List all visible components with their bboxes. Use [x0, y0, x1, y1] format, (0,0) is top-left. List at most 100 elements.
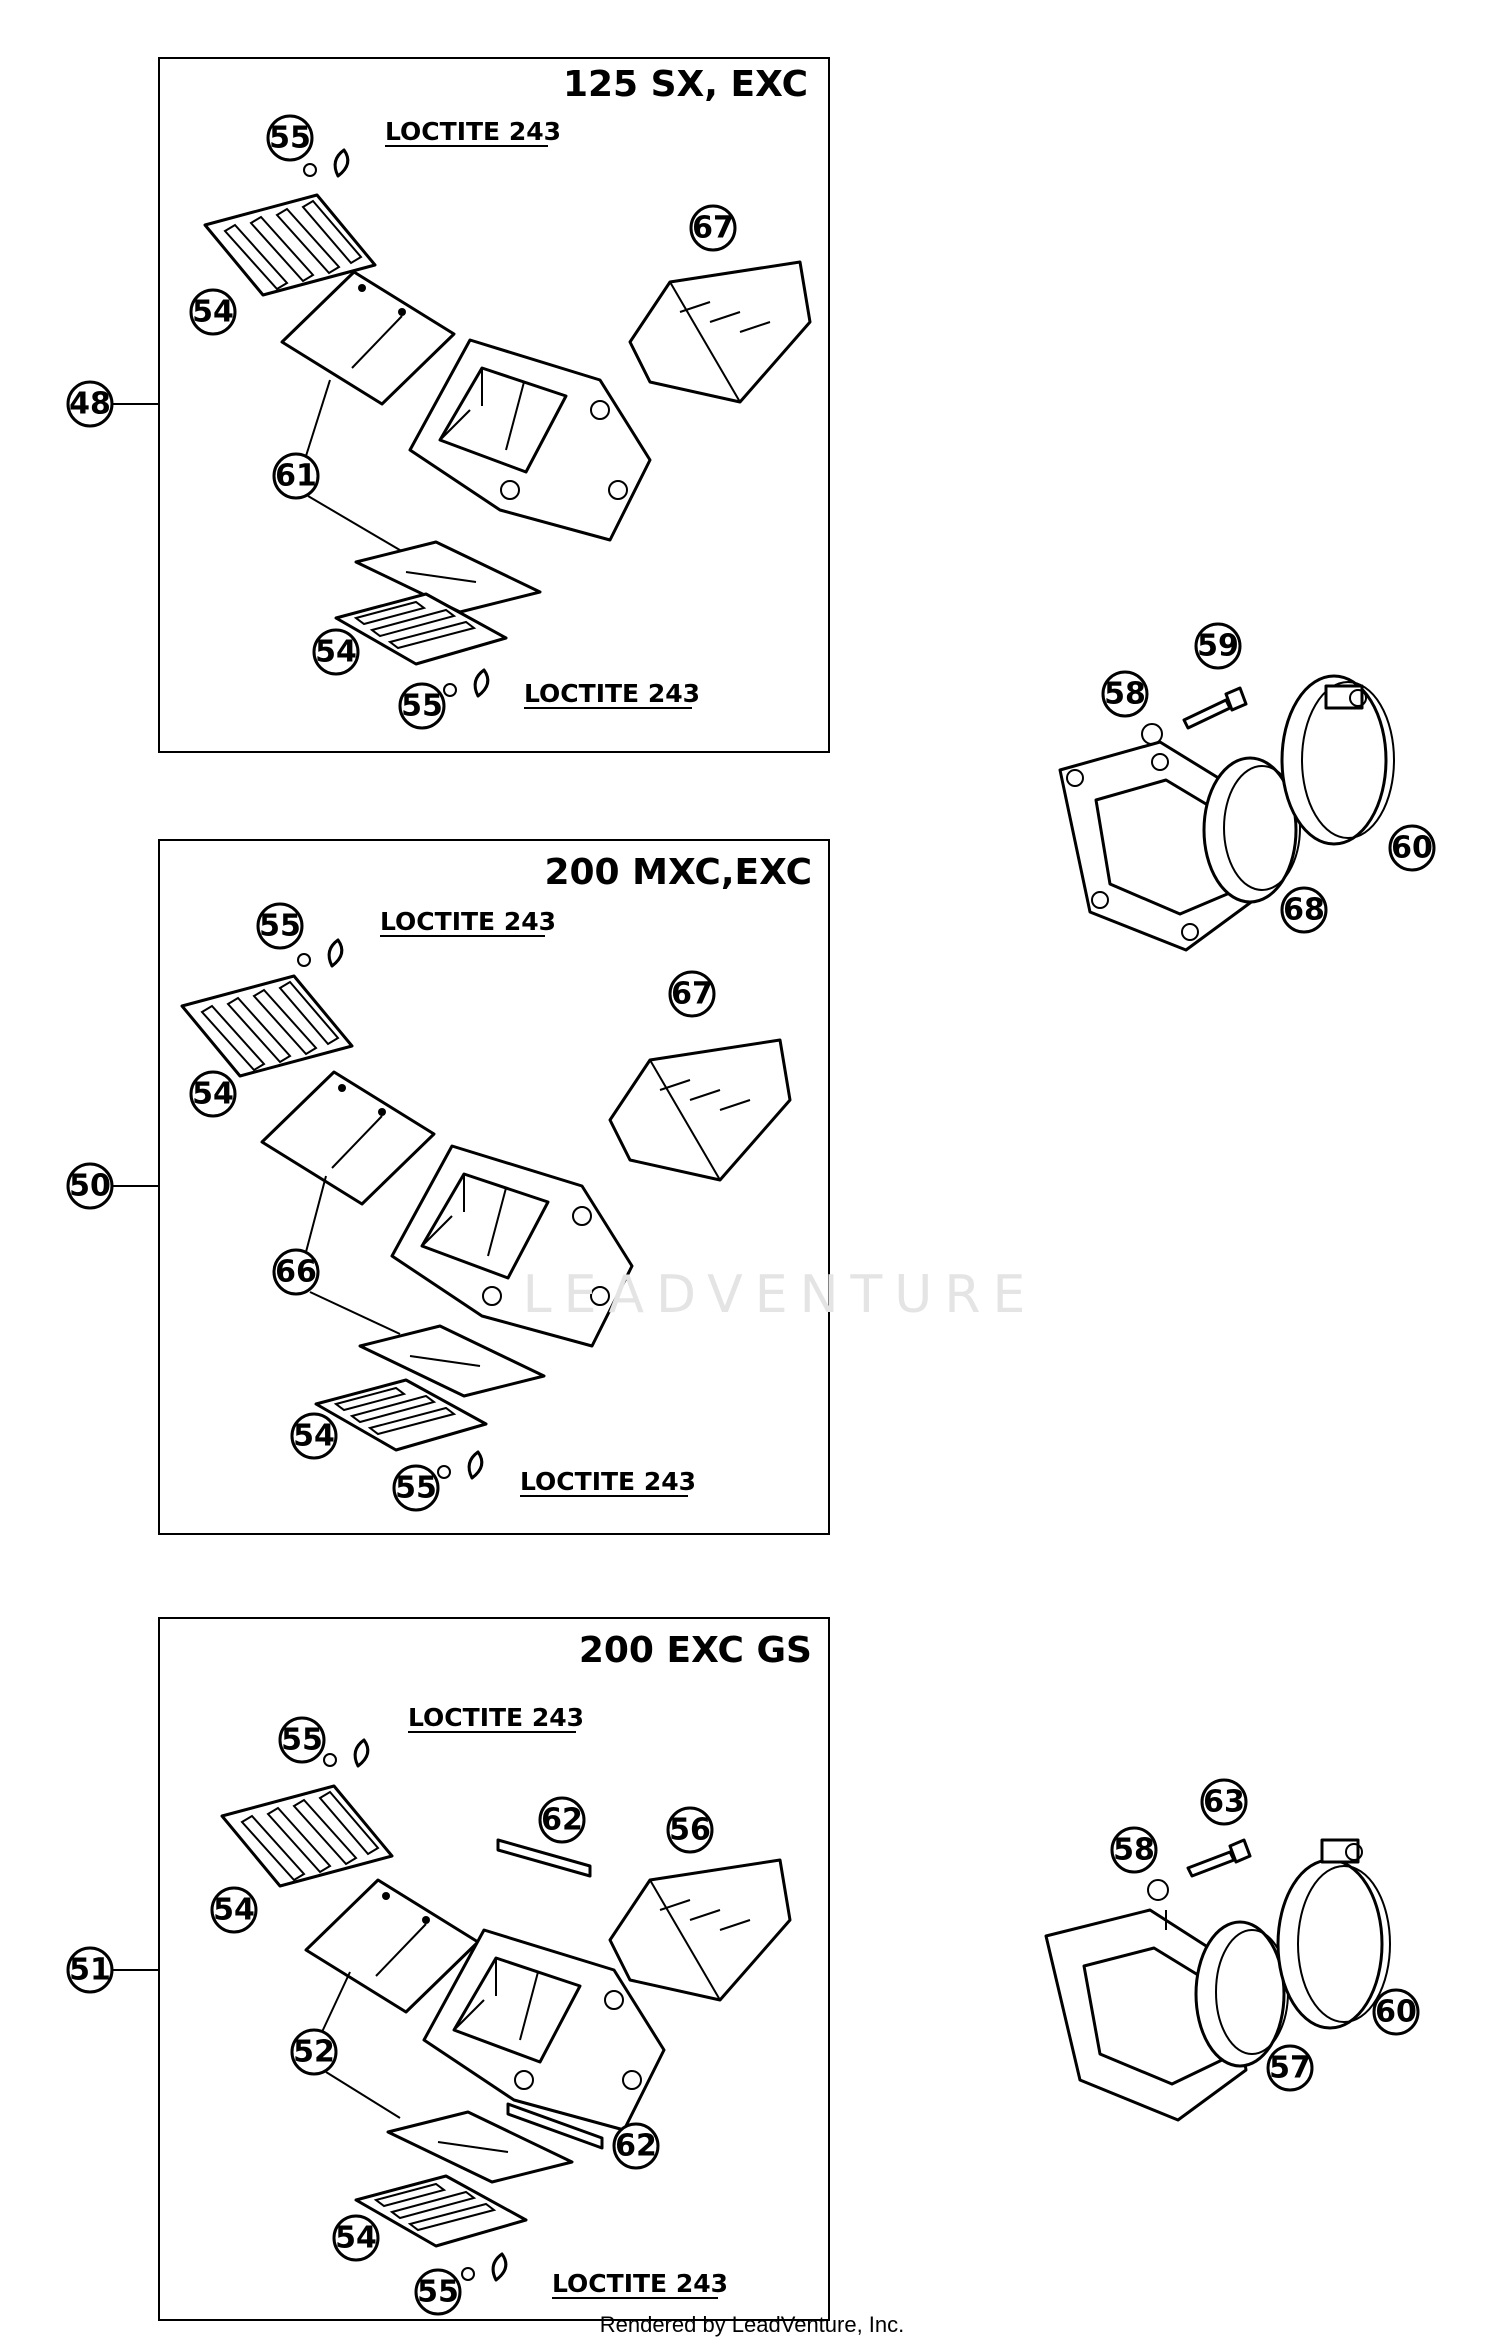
callout-number: 67: [692, 211, 734, 246]
loctite-label: LOCTITE 243: [520, 1467, 696, 1496]
loctite-label: LOCTITE 243: [408, 1703, 584, 1732]
loctite-label: LOCTITE 243: [552, 2269, 728, 2298]
callout-number: 60: [1375, 1995, 1417, 2030]
loctite-label: LOCTITE 243: [385, 117, 561, 146]
panel-125sx-exc: 125 SX, EXC 48 55 LOCTITE 243 54 67 61 5…: [66, 57, 830, 753]
washer-icon: [1147, 1879, 1169, 1901]
reed-callout: 66: [272, 1248, 320, 1296]
callout-number: 51: [69, 1953, 111, 1988]
assembly-callout: 50: [66, 1162, 114, 1210]
stopper-callout-top: 54: [189, 1070, 237, 1118]
shim-callout-top: 62: [538, 1796, 586, 1844]
callout-number: 55: [395, 1471, 437, 1506]
reed-stopper-icon: [220, 1784, 394, 1888]
intake-flange-group-bottom: 63 58 60 57: [1044, 1778, 1420, 2122]
intake-flange-group-top: 59 58 60 68: [1058, 622, 1436, 952]
flange-callout: 57: [1266, 2044, 1314, 2092]
loctite-label: LOCTITE 243: [524, 679, 700, 708]
intake-flange-icon: [1044, 1908, 1289, 2122]
reed-petal-icon: [260, 1070, 436, 1206]
shim-icon: [496, 1838, 592, 1878]
screw-icon: [460, 2252, 508, 2282]
stopper-callout-top: 54: [189, 288, 237, 336]
callout-number: 58: [1113, 1833, 1155, 1868]
bolt-callout: 63: [1200, 1778, 1248, 1826]
callout-number: 54: [192, 295, 234, 330]
callout-number: 55: [269, 121, 311, 156]
panel-title: 125 SX, EXC: [563, 64, 808, 105]
washer-callout: 58: [1110, 1826, 1158, 1874]
screw-icon: [436, 1450, 484, 1480]
screw-callout-top: 55: [266, 114, 314, 162]
callout-number: 52: [293, 2035, 335, 2070]
callout-number: 62: [541, 1803, 583, 1838]
callout-number: 55: [259, 909, 301, 944]
guard-callout: 67: [689, 204, 737, 252]
reed-callout: 61: [272, 452, 320, 500]
callout-number: 56: [669, 1813, 711, 1848]
clamp-callout: 60: [1388, 824, 1436, 872]
callout-number: 62: [615, 2129, 657, 2164]
bolt-callout: 59: [1194, 622, 1242, 670]
callout-number: 54: [213, 1893, 255, 1928]
callout-number: 54: [335, 2221, 377, 2256]
callout-number: 59: [1197, 629, 1239, 664]
panel-200exc-gs: 200 EXC GS 51 55 LOCTITE 243 54 62 56 52…: [66, 1617, 830, 2321]
intake-guard-icon: [608, 1038, 792, 1182]
watermark: LEADVENTURE: [523, 1265, 1038, 1325]
callout-number: 58: [1104, 677, 1146, 712]
reed-petal-lower-icon: [354, 540, 542, 614]
callout-number: 55: [417, 2275, 459, 2310]
bolt-icon: [1182, 686, 1248, 730]
screw-icon: [442, 668, 490, 698]
callout-number: 68: [1283, 893, 1325, 928]
callout-number: 48: [69, 387, 111, 422]
guard-callout: 56: [666, 1806, 714, 1854]
intake-flange-icon: [1058, 740, 1301, 952]
callout-number: 54: [293, 1419, 335, 1454]
footer-credit: Rendered by LeadVenture, Inc.: [600, 2312, 905, 2337]
loctite-label: LOCTITE 243: [380, 907, 556, 936]
bolt-icon: [1186, 1838, 1252, 1878]
screw-callout-bottom: 55: [414, 2268, 462, 2316]
callout-number: 66: [275, 1255, 317, 1290]
screw-icon: [296, 938, 344, 968]
flange-callout: 68: [1280, 886, 1328, 934]
stopper-callout-bottom: 54: [332, 2214, 380, 2262]
hose-clamp-icon: [1276, 1838, 1391, 2030]
callout-number: 63: [1203, 1785, 1245, 1820]
assembly-callout: 51: [66, 1946, 114, 1994]
shim-callout-bottom: 62: [612, 2122, 660, 2170]
screw-callout-bottom: 55: [392, 1464, 440, 1512]
reed-callout: 52: [290, 2028, 338, 2076]
callout-number: 61: [275, 459, 317, 494]
callout-number: 60: [1391, 831, 1433, 866]
clamp-callout: 60: [1372, 1988, 1420, 2036]
screw-callout-top: 55: [256, 902, 304, 950]
callout-number: 67: [671, 977, 713, 1012]
reed-stopper-icon: [180, 974, 354, 1078]
washer-callout: 58: [1101, 670, 1149, 718]
panel-title: 200 EXC GS: [579, 1630, 812, 1671]
callout-number: 55: [401, 689, 443, 724]
stopper-callout-top: 54: [210, 1886, 258, 1934]
intake-guard-icon: [608, 1858, 792, 2002]
screw-callout-top: 55: [278, 1716, 326, 1764]
guard-callout: 67: [668, 970, 716, 1018]
stopper-callout-bottom: 54: [312, 628, 360, 676]
assembly-callout: 48: [66, 380, 114, 428]
callout-number: 54: [192, 1077, 234, 1112]
reed-block-icon: [408, 338, 652, 542]
screw-callout-bottom: 55: [398, 682, 446, 730]
reed-stopper-lower-icon: [354, 2174, 528, 2248]
intake-guard-icon: [628, 260, 812, 404]
panel-200mxc-exc: 200 MXC,EXC 50 55 LOCTITE 243 54 67 66 5…: [66, 839, 830, 1535]
hose-clamp-icon: [1280, 674, 1395, 846]
panel-title: 200 MXC,EXC: [544, 852, 812, 893]
callout-number: 54: [315, 635, 357, 670]
shim-lower-icon: [506, 2102, 604, 2150]
stopper-callout-bottom: 54: [290, 1412, 338, 1460]
callout-number: 57: [1269, 2051, 1311, 2086]
callout-number: 50: [69, 1169, 111, 1204]
